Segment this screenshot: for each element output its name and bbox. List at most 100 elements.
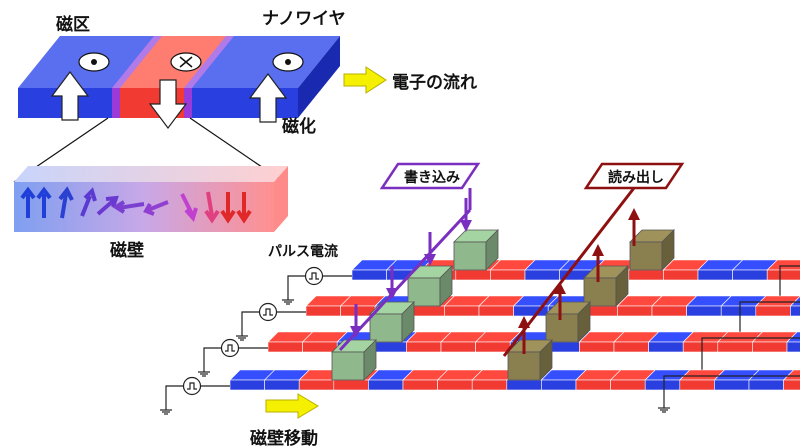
ground-icon bbox=[198, 371, 210, 377]
domain-cell bbox=[628, 269, 664, 281]
pulse-current-label: パルス電流 bbox=[268, 243, 338, 260]
ground-icon bbox=[160, 409, 172, 415]
domain-cell bbox=[541, 379, 577, 391]
magnetization-label: 磁化 bbox=[282, 116, 316, 137]
domain-cell bbox=[717, 341, 753, 353]
ground-icon bbox=[236, 335, 248, 341]
write-box bbox=[379, 162, 481, 190]
ground-wire bbox=[663, 375, 800, 408]
domain-cell bbox=[686, 305, 722, 317]
ground-wire bbox=[241, 311, 259, 336]
read-head bbox=[507, 339, 553, 381]
domain-cell bbox=[732, 269, 768, 281]
ground-wire bbox=[287, 275, 305, 300]
ground-wire bbox=[739, 301, 800, 336]
domain-cell bbox=[714, 379, 750, 391]
domain-cell bbox=[409, 305, 445, 317]
write-head bbox=[331, 339, 377, 381]
domain-cell bbox=[579, 341, 615, 353]
racetrack-wire bbox=[198, 331, 800, 377]
pulse-icon bbox=[220, 338, 240, 358]
read-label: 読み出し bbox=[608, 169, 664, 186]
domain-cell bbox=[575, 379, 611, 391]
domain-cell bbox=[402, 379, 438, 391]
domain-cell bbox=[305, 305, 341, 317]
pulse-icon bbox=[182, 376, 202, 396]
domain-label: 磁区 bbox=[56, 14, 90, 35]
domain-cell bbox=[651, 305, 687, 317]
ground-icon bbox=[282, 299, 294, 305]
write-head bbox=[407, 265, 453, 307]
domain-wall-label: 磁壁 bbox=[110, 240, 144, 261]
domain-wall-motion-arrow-icon bbox=[265, 393, 319, 419]
domain-cell-top bbox=[782, 369, 800, 381]
domain-cell bbox=[786, 341, 800, 353]
domain-cell bbox=[752, 341, 788, 353]
pulse-icon bbox=[258, 302, 278, 322]
domain-cell bbox=[524, 269, 560, 281]
domain-cell-top bbox=[786, 331, 800, 343]
write-head bbox=[369, 301, 415, 343]
write-head bbox=[453, 229, 499, 271]
read-line bbox=[502, 187, 636, 357]
domain-cell bbox=[475, 341, 511, 353]
domain-cell bbox=[682, 341, 719, 353]
domain-cell bbox=[368, 379, 404, 391]
domain-cell bbox=[267, 341, 303, 353]
ground-wire bbox=[779, 265, 800, 300]
domain-cell bbox=[613, 341, 649, 353]
electron-flow-arrow-icon bbox=[343, 66, 387, 94]
domain-cell bbox=[697, 269, 733, 281]
read-head bbox=[583, 265, 629, 307]
domain-cell bbox=[444, 305, 480, 317]
domain-cell bbox=[333, 379, 369, 391]
domain-cell bbox=[783, 379, 800, 391]
domain-cell bbox=[351, 269, 387, 281]
domain-cell bbox=[471, 379, 508, 391]
read-head bbox=[629, 229, 675, 271]
domain-cell bbox=[617, 305, 653, 317]
cross-in-icon bbox=[170, 52, 202, 72]
racetrack-wire bbox=[160, 369, 800, 415]
domain-cell bbox=[264, 379, 300, 391]
domain-cell bbox=[766, 269, 800, 281]
racetrack-array bbox=[160, 187, 800, 415]
domain-cell bbox=[755, 305, 791, 317]
dot-out-icon bbox=[78, 52, 110, 72]
domain-cell bbox=[437, 379, 473, 391]
domain-cell bbox=[406, 341, 442, 353]
domain-cell bbox=[720, 305, 757, 317]
domain-cell bbox=[229, 379, 265, 391]
domain-wall-motion-label: 磁壁移動 bbox=[250, 428, 318, 448]
domain-cell bbox=[490, 269, 526, 281]
electron-flow-label: 電子の流れ bbox=[392, 72, 477, 93]
ground-wire bbox=[165, 385, 183, 410]
domain-cell bbox=[455, 269, 491, 281]
domain-cell bbox=[298, 379, 335, 391]
magnetization-up-arrow-icon bbox=[50, 71, 90, 121]
ground-wire bbox=[701, 337, 800, 372]
domain-cell bbox=[648, 341, 684, 353]
pulse-icon bbox=[304, 266, 324, 286]
domain-cell bbox=[440, 341, 476, 353]
domain-cell bbox=[748, 379, 784, 391]
magnetization-down-arrow-icon bbox=[148, 79, 188, 129]
domain-cell bbox=[644, 379, 681, 391]
magnetization-up-arrow-icon bbox=[248, 73, 288, 123]
domain-cell bbox=[663, 269, 699, 281]
read-head bbox=[545, 301, 591, 343]
domain-cell bbox=[302, 341, 338, 353]
dot-out-icon bbox=[272, 52, 304, 72]
domain-wall-box bbox=[14, 166, 288, 232]
ground-icon bbox=[658, 407, 670, 413]
domain-cell-top bbox=[789, 295, 800, 307]
domain-cell bbox=[506, 379, 542, 391]
domain-cell bbox=[478, 305, 514, 317]
write-label: 書き込み bbox=[404, 169, 460, 186]
domain-cell bbox=[790, 305, 800, 317]
domain-cell bbox=[371, 341, 407, 353]
read-box bbox=[583, 162, 685, 190]
nanowire-label: ナノワイヤ bbox=[262, 9, 346, 29]
ground-wire bbox=[203, 347, 221, 372]
